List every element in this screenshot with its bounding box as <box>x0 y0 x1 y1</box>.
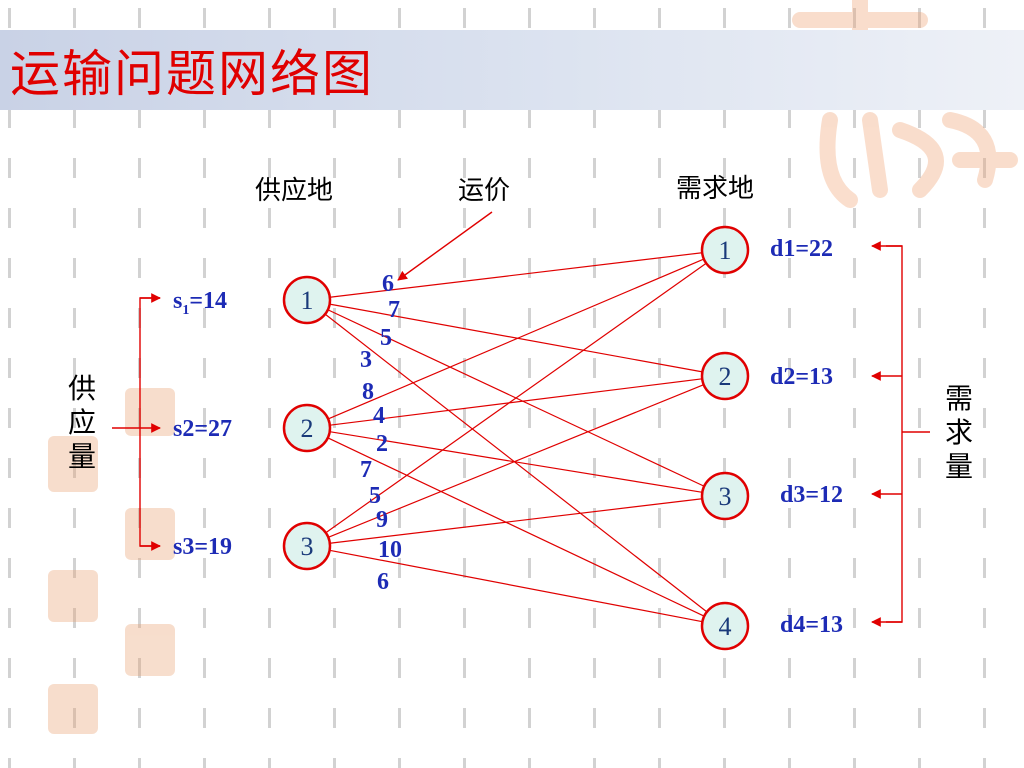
page-title: 运输问题网络图 <box>10 45 374 103</box>
demand-bracket <box>886 245 903 623</box>
supply-node-3 <box>282 521 332 571</box>
edge-s2-d1 <box>327 258 705 420</box>
cost-pointer-arrow <box>397 211 493 281</box>
edge-s3-d1 <box>325 262 707 534</box>
supply-label-2: s2=27 <box>173 416 233 442</box>
demand-total-label: 需求量 <box>944 382 973 483</box>
cost-label: 6 <box>382 271 394 297</box>
cost-label: 7 <box>388 297 400 323</box>
demand-node-2-text: 2 <box>719 362 732 391</box>
edge-s1-d2 <box>329 303 703 373</box>
demand-label-4: d4=13 <box>780 612 844 638</box>
demand-label-3: d3=12 <box>780 482 844 508</box>
supply-node-1-text: 1 <box>301 286 314 315</box>
supply-bracket <box>139 297 160 547</box>
edge-s1-d4 <box>324 313 708 613</box>
demand-node-1 <box>700 225 750 275</box>
header-demand-site: 需求地 <box>676 174 755 204</box>
supply-node-2-text: 2 <box>301 414 314 443</box>
demand-node-2 <box>700 351 750 401</box>
header-cost: 运价 <box>458 176 511 206</box>
edge-s3-d2 <box>328 384 704 538</box>
demand-node-3 <box>700 471 750 521</box>
edge-s1-d1 <box>329 252 703 298</box>
edge-s3-d3 <box>329 498 703 544</box>
cost-label: 2 <box>376 431 388 457</box>
cost-label: 5 <box>380 325 392 351</box>
edge-s2-d4 <box>327 437 705 617</box>
supply-label-1: s1=14 <box>173 288 228 318</box>
cost-label: 8 <box>362 379 374 405</box>
supply-node-3-text: 3 <box>301 532 314 561</box>
demand-node-4-text: 4 <box>719 612 732 641</box>
demand-label-1: d1=22 <box>770 236 834 262</box>
demand-label-2: d2=13 <box>770 364 834 390</box>
supply-node-1 <box>282 275 332 325</box>
supply-label-3: s3=19 <box>173 534 233 560</box>
cost-label: 5 <box>369 483 381 509</box>
cost-label: 9 <box>376 507 388 533</box>
demand-node-1-text: 1 <box>719 236 732 265</box>
demand-node-4 <box>700 601 750 651</box>
edge-s2-d2 <box>329 378 703 426</box>
edge-s2-d3 <box>329 431 703 493</box>
cost-label: 6 <box>377 569 389 595</box>
edge-s3-d4 <box>329 549 703 623</box>
header-supply-site: 供应地 <box>255 176 334 206</box>
demand-node-3-text: 3 <box>719 482 732 511</box>
title-bar <box>0 30 1024 110</box>
supply-total-label: 供应量 <box>67 372 96 473</box>
cost-label: 3 <box>360 347 372 373</box>
supply-node-2 <box>282 403 332 453</box>
cost-label: 10 <box>378 537 402 563</box>
cost-label: 7 <box>360 457 372 483</box>
cost-label: 4 <box>373 403 385 429</box>
